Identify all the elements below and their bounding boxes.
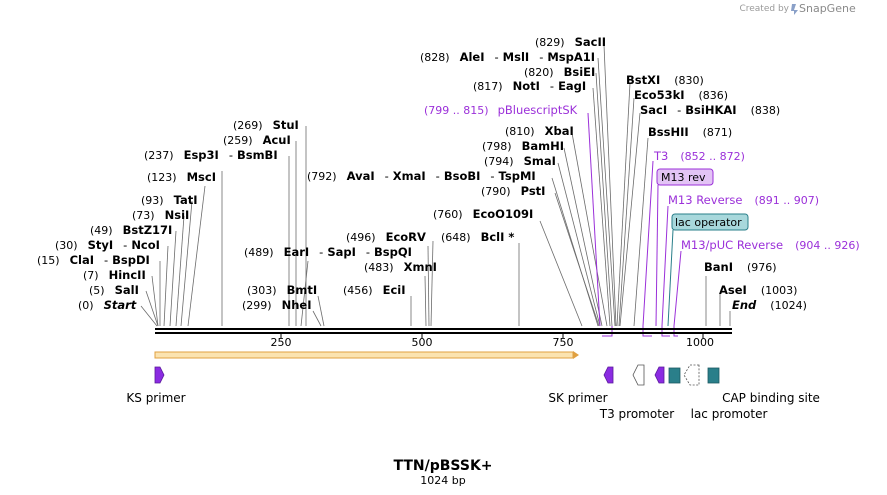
site-bstz17i[interactable]: (49)BstZ17I bbox=[90, 223, 172, 237]
primer-pbluescriptsk[interactable]: (799 .. 815)pBluescriptSK bbox=[424, 103, 578, 117]
site-styi-ncoi[interactable]: (30)StyI-NcoI bbox=[55, 238, 160, 252]
primer-t3[interactable]: T3(852 .. 872) bbox=[653, 149, 745, 163]
site-bsiei[interactable]: (820)BsiEI bbox=[524, 65, 595, 79]
ruler-tick-500: 500 bbox=[412, 336, 433, 349]
sk-primer-feature-icon[interactable] bbox=[603, 366, 614, 384]
site-xmni[interactable]: (483)XmnI bbox=[364, 260, 437, 274]
site-stui[interactable]: (269)StuI bbox=[233, 118, 299, 132]
site-eco53ki[interactable]: Eco53kI(836) bbox=[634, 88, 728, 102]
orf-arrow[interactable] bbox=[154, 351, 579, 359]
feature-label-lac-promoter: lac promoter bbox=[691, 407, 768, 421]
primer-m13-rev[interactable]: M13 rev bbox=[656, 168, 714, 186]
ruler-tick-250: 250 bbox=[271, 336, 292, 349]
site-bamhi[interactable]: (798)BamHI bbox=[482, 139, 564, 153]
site-psti[interactable]: (790)PstI bbox=[481, 184, 545, 198]
plasmid-length: 1024 bp bbox=[420, 474, 465, 487]
feature-label-cap-binding-site: CAP binding site bbox=[722, 391, 820, 405]
primer-leader-lines bbox=[587, 112, 682, 337]
primer-m13-puc-reverse[interactable]: M13/pUC Reverse(904 .. 926) bbox=[681, 238, 860, 252]
site-saci-bsihkai[interactable]: SacI-BsiHKAI(838) bbox=[640, 103, 780, 117]
svg-text:M13 rev: M13 rev bbox=[661, 171, 706, 184]
site-leader-lines bbox=[140, 44, 731, 327]
site-tati[interactable]: (93)TatI bbox=[141, 193, 198, 207]
feature-label-sk-primer: SK primer bbox=[548, 391, 607, 405]
primer-m13-reverse[interactable]: M13 Reverse(891 .. 907) bbox=[668, 193, 819, 207]
site-asei[interactable]: AseI(1003) bbox=[719, 283, 797, 297]
site-start[interactable]: (0)Start bbox=[78, 298, 137, 312]
site-eco0109i[interactable]: (760)EcoO109I bbox=[433, 207, 533, 221]
site-bani[interactable]: BanI(976) bbox=[704, 260, 777, 274]
lac-operator-feature-icon[interactable] bbox=[668, 367, 681, 384]
site-ecorv[interactable]: (496)EcoRV bbox=[346, 230, 426, 244]
feature-label-ks-primer: KS primer bbox=[126, 391, 185, 405]
site-acui[interactable]: (259)AcuI bbox=[223, 133, 291, 147]
site-eari-sapi-bspqi[interactable]: (489)EarI-SapI-BspQI bbox=[244, 245, 412, 259]
plasmid-title: TTN/pBSSK+ bbox=[393, 458, 492, 474]
site-bmti[interactable]: (303)BmtI bbox=[247, 283, 317, 297]
snapgene-logo-text: SnapGene bbox=[799, 2, 856, 15]
snapgene-logo-icon bbox=[791, 4, 798, 15]
site-clai-bspdi[interactable]: (15)ClaI-BspDI bbox=[37, 253, 150, 267]
primer-labels: (799 .. 815)pBluescriptSK T3(852 .. 872)… bbox=[424, 103, 860, 252]
site-bcli[interactable]: (648)BclI * bbox=[441, 230, 514, 244]
site-xbai[interactable]: (810)XbaI bbox=[505, 124, 574, 138]
ruler bbox=[280, 333, 704, 338]
t3-promoter-feature-icon[interactable] bbox=[632, 364, 645, 386]
site-end[interactable]: End(1024) bbox=[732, 298, 807, 312]
feature-lac-operator-label[interactable]: lac operator bbox=[671, 213, 749, 231]
m13-rev-feature-icon[interactable] bbox=[654, 366, 665, 384]
cap-binding-site-feature-icon[interactable] bbox=[707, 367, 720, 384]
site-esp3i-bsmbi[interactable]: (237)Esp3I-BsmBI bbox=[144, 148, 278, 162]
site-nsii[interactable]: (73)NsiI bbox=[132, 208, 189, 222]
site-labels-right: BstXI(830) Eco53kI(836) SacI-BsiHKAI(838… bbox=[626, 73, 807, 312]
site-bsshii[interactable]: BssHII(871) bbox=[648, 125, 732, 139]
site-noti-eagi[interactable]: (817)NotI-EagI bbox=[473, 79, 586, 93]
site-bstxi[interactable]: BstXI(830) bbox=[626, 73, 704, 87]
sequence-backbone bbox=[155, 328, 732, 334]
svg-text:lac operator: lac operator bbox=[675, 216, 742, 229]
lac-promoter-feature-icon[interactable] bbox=[683, 364, 700, 386]
site-smai[interactable]: (794)SmaI bbox=[484, 154, 556, 168]
ks-primer-feature-icon[interactable] bbox=[154, 366, 165, 384]
feature-label-t3-promoter: T3 promoter bbox=[599, 407, 675, 421]
ruler-tick-750: 750 bbox=[553, 336, 574, 349]
site-avai-xmai-bsobi-tspmi[interactable]: (792)AvaI-XmaI-BsoBI-TspMI bbox=[307, 169, 536, 183]
site-labels: (0)Start (5)SalI (7)HincII (15)ClaI-BspD… bbox=[37, 35, 606, 312]
ruler-tick-1000: 1000 bbox=[686, 336, 714, 349]
site-hincii[interactable]: (7)HincII bbox=[83, 268, 146, 282]
site-alei-msli-mspa1i[interactable]: (828)AleI-MslI-MspA1I bbox=[420, 50, 595, 64]
lac-operator-leader bbox=[667, 229, 674, 327]
site-nhei[interactable]: (299)NheI bbox=[242, 298, 311, 312]
created-by-label: Created by bbox=[739, 4, 789, 14]
site-sali[interactable]: (5)SalI bbox=[89, 283, 139, 297]
site-ecii[interactable]: (456)EciI bbox=[343, 283, 406, 297]
site-msci[interactable]: (123)MscI bbox=[147, 170, 216, 184]
site-sacii[interactable]: (829)SacII bbox=[535, 35, 606, 49]
